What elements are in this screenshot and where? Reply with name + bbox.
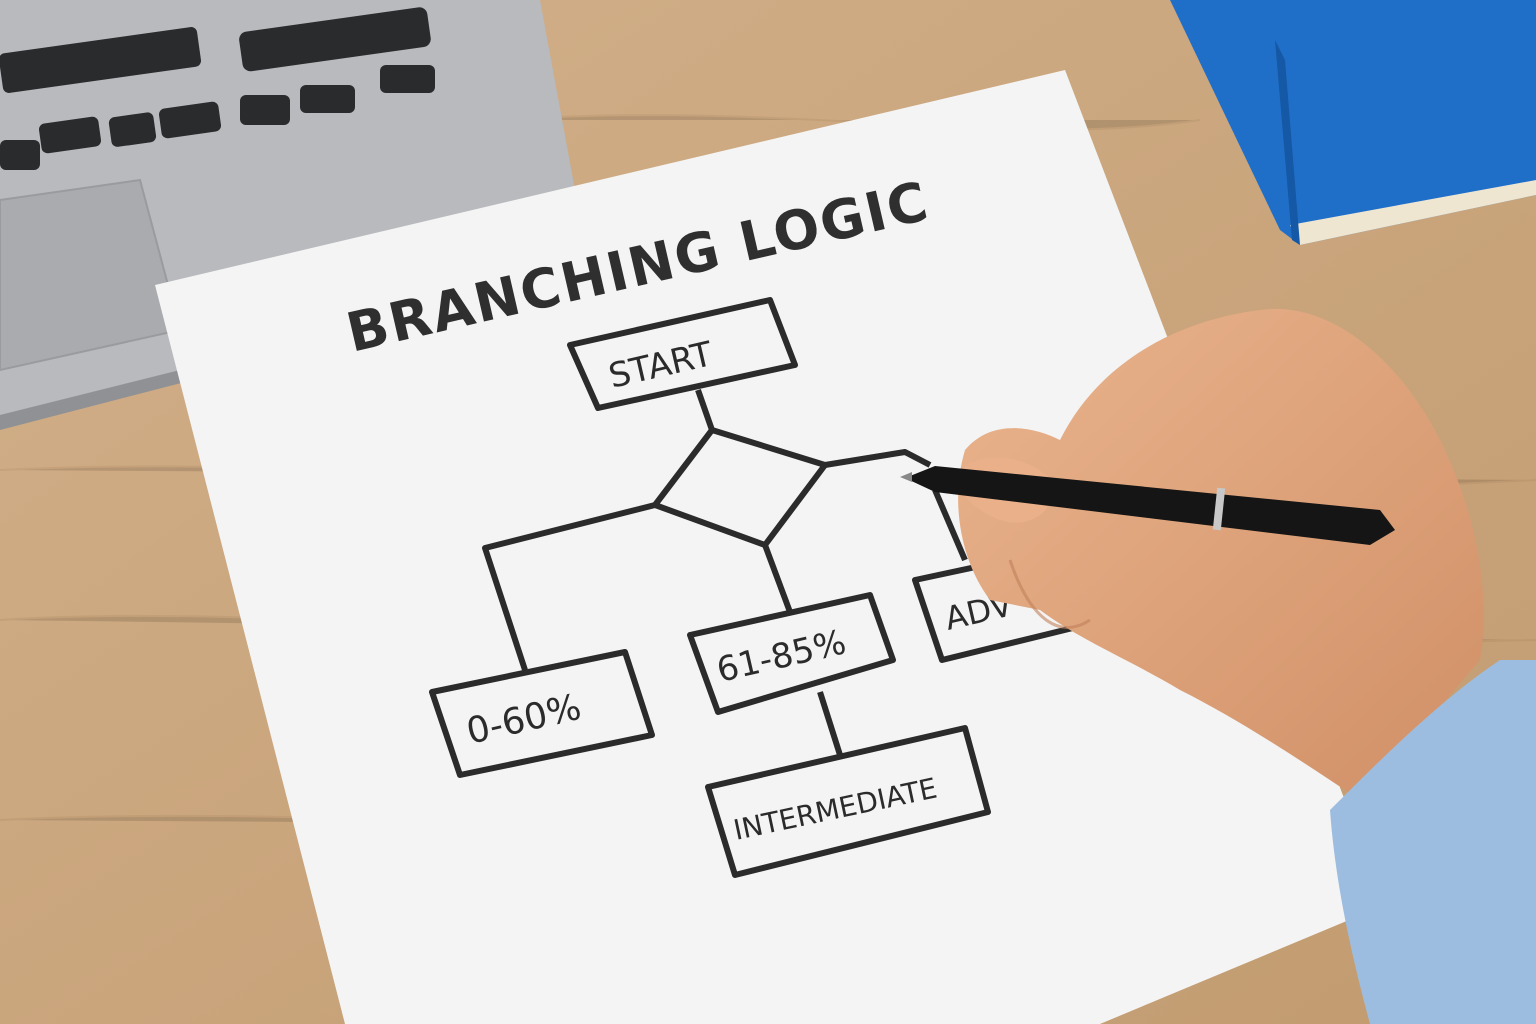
decision-diamond [652,427,828,548]
shirt-sleeve [1330,660,1536,1024]
blue-notebook [1170,0,1536,245]
connectors [482,389,968,756]
node-intermediate [705,725,991,878]
laptop [0,0,580,430]
laptop-keyboard [0,7,435,170]
node-0-60 [429,649,655,778]
pen [900,466,1395,545]
node-61-85 [687,592,896,715]
paper-sheet [155,70,1385,1024]
start-node [567,297,798,411]
